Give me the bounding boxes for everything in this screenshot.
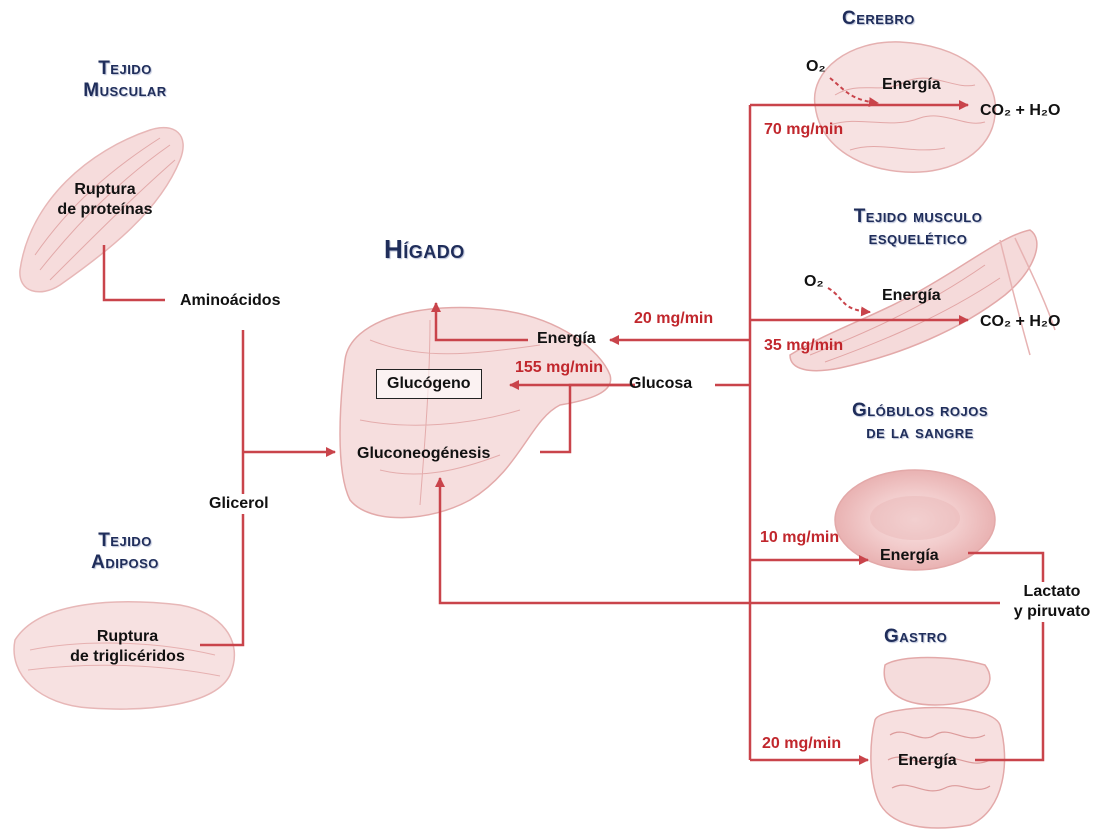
brain-title: Cerebro	[842, 8, 915, 29]
adipose-title-line1: Tejido	[98, 530, 152, 551]
glycerol-label: Glicerol	[205, 494, 273, 514]
muscle-title-line2: Muscular	[83, 80, 167, 101]
triglyceride-breakdown-line2: de triglicéridos	[70, 648, 185, 665]
lactate-line1: Lactato	[1023, 583, 1081, 600]
arm-muscle-illustration	[789, 229, 1056, 372]
lactate-to-liver-arrow	[435, 477, 1008, 605]
rbc-rate-label: 10 mg/min	[760, 529, 840, 546]
muscle-title-line1: Tejido	[98, 58, 152, 79]
liver-energy-arrow	[431, 302, 528, 342]
skeletal-muscle-title-line2: esquelético	[868, 228, 968, 249]
brain-energy-label: Energía	[882, 76, 941, 93]
muscle-products-label: CO₂ + H₂O	[980, 313, 1061, 330]
brain-illustration	[813, 41, 997, 173]
gluconeogenesis-label: Gluconeogénesis	[357, 445, 491, 462]
protein-breakdown-line2: de proteínas	[57, 201, 153, 218]
rbc-title: Glóbulos rojos de la sangre	[805, 400, 1035, 444]
muscle-o2-label: O₂	[804, 273, 824, 290]
liver-energy-label: Energía	[537, 330, 596, 347]
brain-products-label: CO₂ + H₂O	[980, 102, 1061, 119]
gastro-energy-label: Energía	[898, 752, 957, 769]
red-blood-cell-illustration	[834, 469, 996, 571]
gastro-illustration	[870, 656, 1006, 829]
rbc-title-line1: Glóbulos rojos	[851, 400, 989, 421]
aminoacids-label: Aminoácidos	[180, 292, 281, 309]
protein-breakdown-label: Ruptura de proteínas	[40, 180, 170, 220]
brain-o2-arrow	[829, 77, 879, 108]
rbc-title-line2: de la sangre	[866, 422, 974, 443]
liver-energy-rate-label: 20 mg/min	[634, 310, 714, 327]
oxygen-lines	[827, 77, 879, 317]
brain-o2-label: O₂	[806, 58, 826, 75]
brain-rate-label: 70 mg/min	[764, 121, 844, 138]
gastro-title: Gastro	[884, 626, 948, 647]
glycogen-box: Glucógeno	[376, 369, 482, 399]
glycerol-vertical-line	[200, 330, 245, 647]
glucose-label: Glucosa	[629, 375, 693, 392]
flow-lines	[102, 100, 1045, 765]
lactate-pyruvate-label: Lactato y piruvato	[1000, 582, 1104, 622]
adipose-tissue-title: Tejido Adiposo	[70, 530, 180, 574]
muscle-tissue-title: Tejido Muscular	[70, 58, 180, 102]
muscle-rate-label: 35 mg/min	[764, 337, 844, 354]
gastro-rate-label: 20 mg/min	[762, 735, 842, 752]
lactate-line2: y piruvato	[1013, 603, 1091, 620]
adipose-tissue-illustration	[13, 601, 236, 710]
muscle-tissue-illustration	[19, 126, 184, 293]
adipose-title-line2: Adiposo	[91, 552, 159, 573]
triglyceride-breakdown-line1: Ruptura	[96, 628, 159, 645]
liver-title: Hígado	[384, 234, 465, 264]
liver-illustration	[339, 306, 612, 519]
rbc-energy-label: Energía	[880, 547, 939, 564]
muscle-o2-arrow	[827, 287, 871, 317]
triglyceride-breakdown-label: Ruptura de triglicéridos	[55, 627, 200, 667]
skeletal-muscle-title: Tejido musculo esquelético	[808, 206, 1028, 250]
protein-breakdown-line1: Ruptura	[74, 181, 136, 198]
protein-to-aminoacids-line	[102, 245, 165, 302]
glycogen-rate-label: 155 mg/min	[515, 359, 604, 376]
lactate-return-line	[968, 551, 1045, 762]
muscle-energy-label: Energía	[882, 287, 941, 304]
skeletal-muscle-title-line1: Tejido musculo	[853, 206, 983, 227]
